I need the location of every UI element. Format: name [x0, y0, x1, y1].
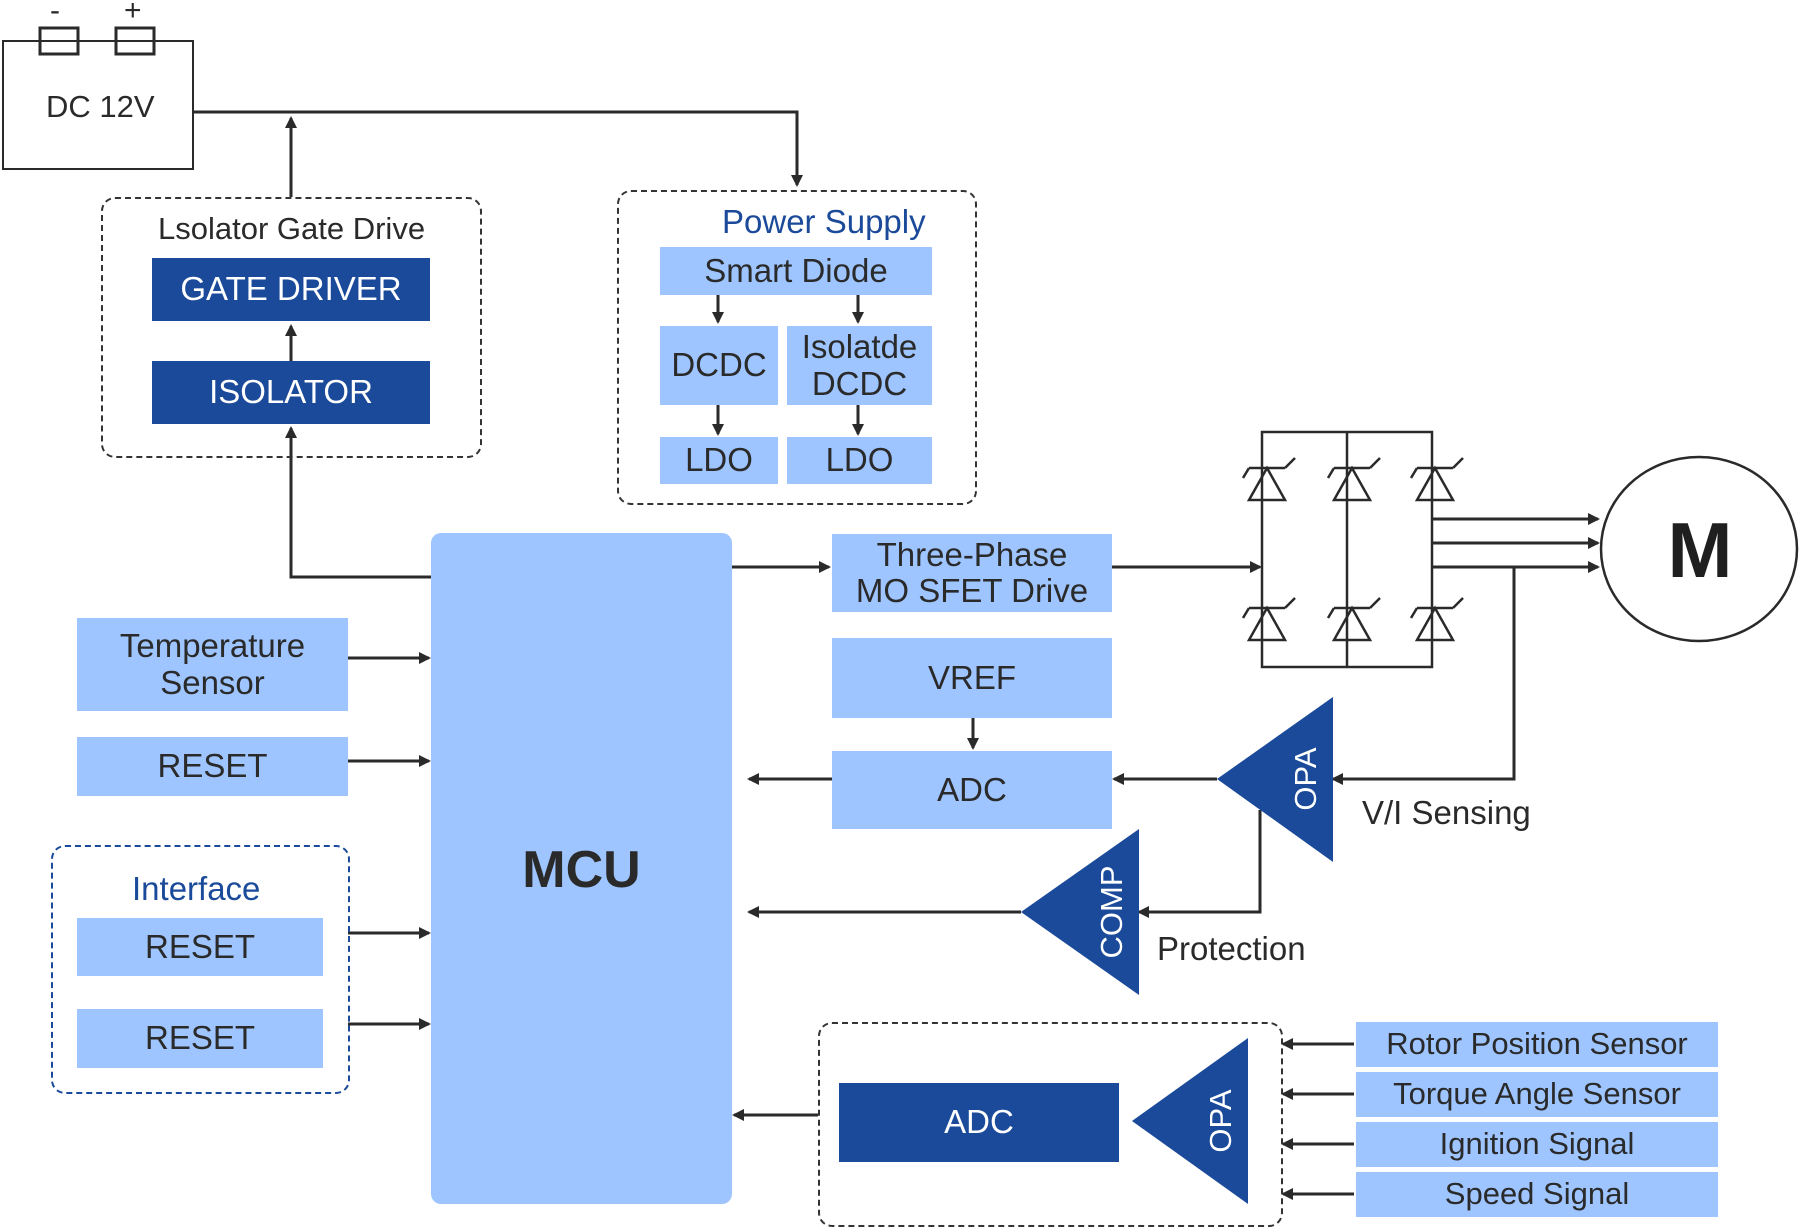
opa-to-comp-line — [1137, 810, 1262, 918]
dc-to-power-line — [194, 110, 803, 187]
switch-top-2 — [1326, 457, 1381, 502]
sensor-opa-label: OPA — [1203, 1089, 1238, 1153]
protection-label: Protection — [1157, 930, 1306, 967]
interface-group — [51, 845, 350, 1094]
sensor-opa-triangle — [1132, 1038, 1248, 1204]
isolator-gate-drive-group — [101, 197, 482, 458]
switch-bottom-2 — [1326, 597, 1381, 642]
interface-reset-1-block: RESET — [77, 918, 323, 976]
switch-bottom-1 — [1241, 597, 1296, 642]
mcu-to-isolator-line — [285, 426, 431, 579]
interface-reset-2-block: RESET — [77, 1009, 323, 1068]
interface-title: Interface — [132, 870, 261, 907]
vi-sensing-line — [1331, 567, 1516, 785]
mcu-label: MCU — [522, 841, 641, 899]
rotor-position-sensor-block: Rotor Position Sensor — [1356, 1022, 1718, 1067]
comp-label: COMP — [1094, 865, 1129, 959]
battery-box — [2, 40, 194, 170]
battery-label: DC 12V — [46, 89, 155, 124]
motor-circle — [1599, 455, 1799, 643]
isolator-block: ISOLATOR — [152, 361, 430, 424]
switch-top-1 — [1241, 457, 1296, 502]
battery-minus-label: - — [50, 0, 60, 27]
power-supply-title: Power Supply — [722, 203, 926, 240]
adc-block: ADC — [832, 751, 1112, 829]
mcu-block — [431, 533, 732, 1204]
ignition-signal-block: Ignition Signal — [1356, 1122, 1718, 1167]
ldo-right-block: LDO — [787, 437, 932, 484]
sensor-adc-block: ADC — [839, 1083, 1119, 1162]
inverter-bridge — [1241, 430, 1464, 669]
vref-block: VREF — [832, 638, 1112, 718]
opa-label: OPA — [1288, 747, 1323, 811]
ldo-left-block: LDO — [660, 437, 778, 484]
isolator-group-title: Lsolator Gate Drive — [158, 211, 426, 246]
isolated-dcdc-block: Isolatde DCDC — [787, 326, 932, 405]
gate-driver-block: GATE DRIVER — [152, 258, 430, 321]
dcdc-block: DCDC — [660, 326, 778, 405]
power-supply-group — [617, 190, 977, 505]
temperature-sensor-block: Temperature Sensor — [77, 618, 348, 711]
vi-sensing-label: V/I Sensing — [1362, 794, 1531, 831]
speed-signal-block: Speed Signal — [1356, 1172, 1718, 1217]
opa-triangle — [1217, 697, 1333, 862]
smart-diode-block: Smart Diode — [660, 247, 932, 295]
switch-top-3 — [1409, 457, 1464, 502]
three-phase-drive-block: Three-Phase MO SFET Drive — [832, 534, 1112, 612]
torque-angle-sensor-block: Torque Angle Sensor — [1356, 1072, 1718, 1117]
reset-block: RESET — [77, 737, 348, 796]
comp-triangle — [1021, 829, 1139, 995]
sensor-processing-group — [818, 1022, 1283, 1227]
switch-bottom-3 — [1409, 597, 1464, 642]
battery-plus-label: + — [124, 0, 142, 27]
motor-label: M — [1667, 506, 1733, 594]
